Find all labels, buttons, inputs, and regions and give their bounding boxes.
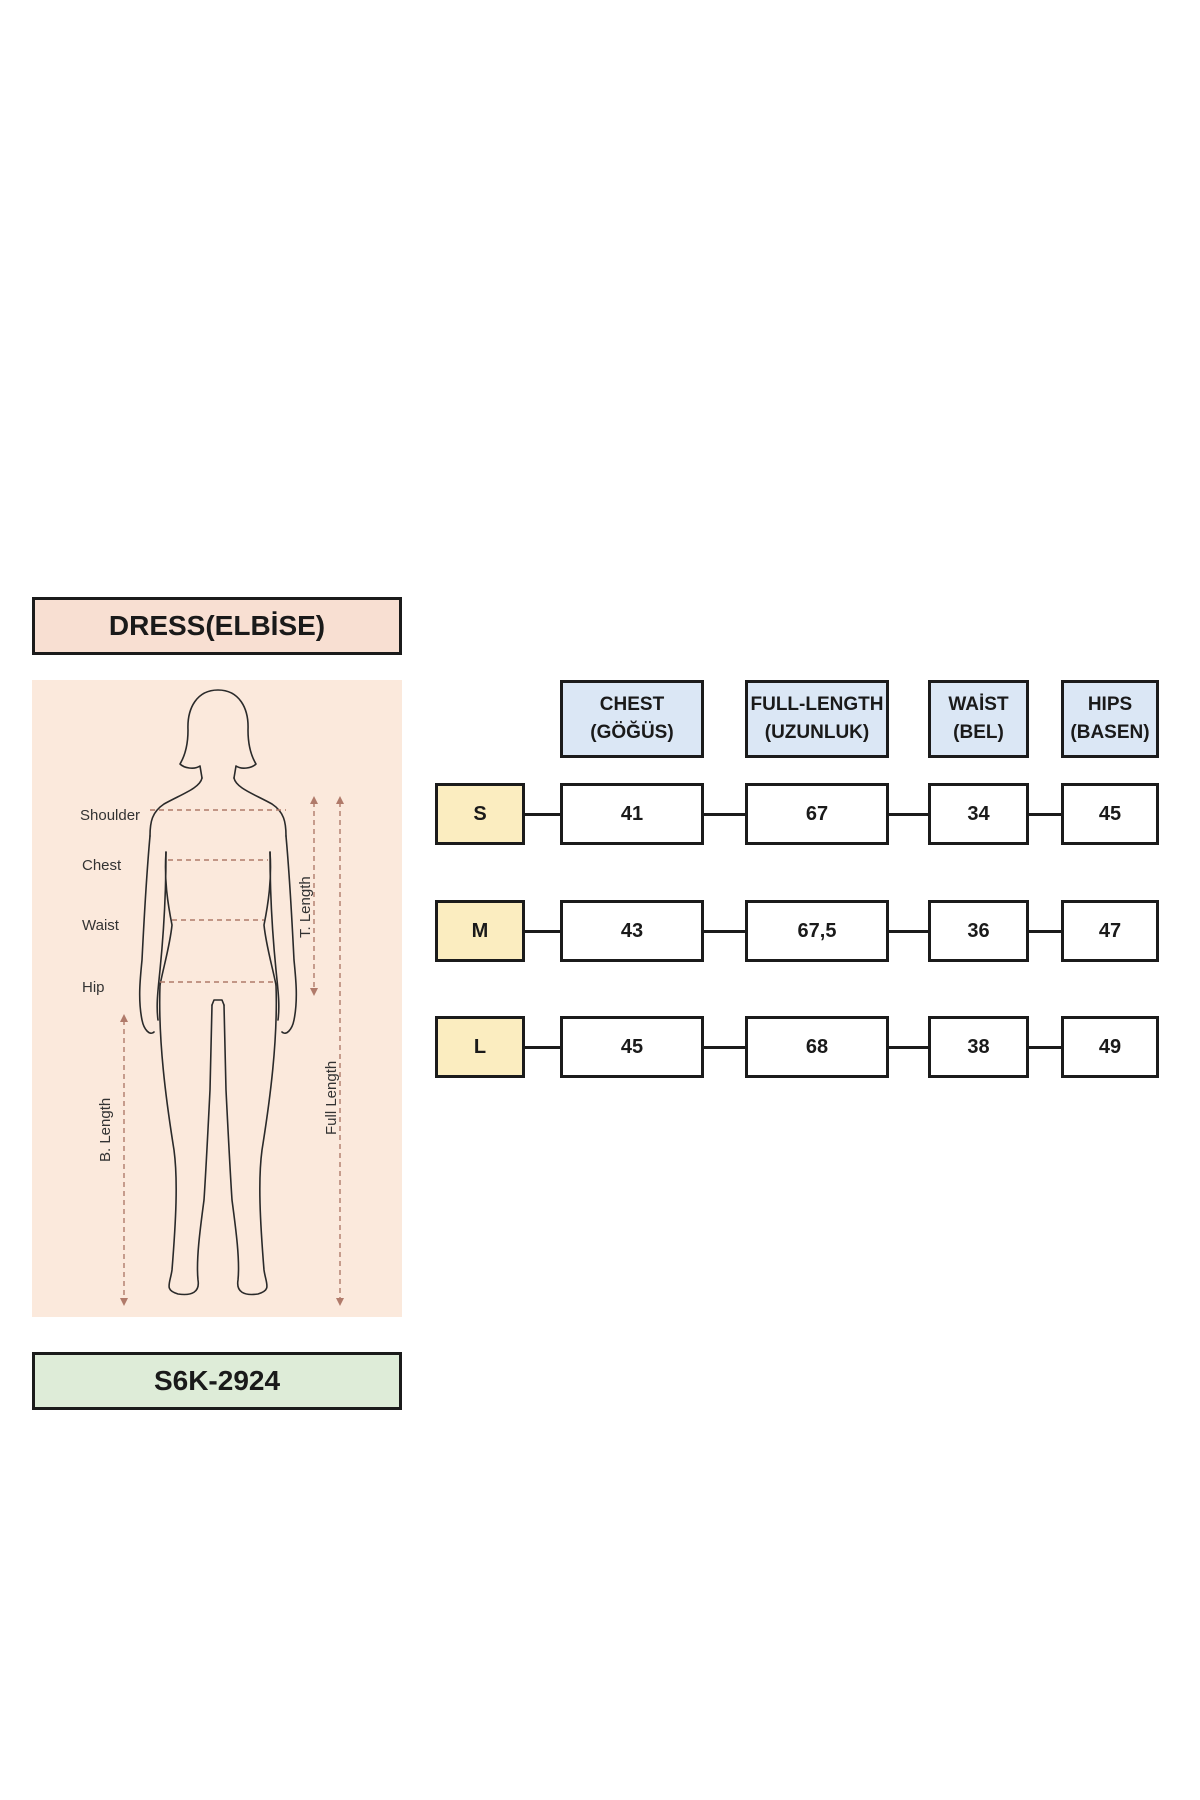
label-t-length: T. Length: [297, 876, 314, 938]
header-full-length-line1: FULL-LENGTH: [750, 694, 884, 715]
header-hips-line2: (BASEN): [1070, 722, 1150, 743]
header-waist: WAİST (BEL): [928, 680, 1029, 758]
cell-l-waist: 38: [928, 1016, 1029, 1078]
header-waist-line1: WAİST: [948, 694, 1009, 715]
cell-s-chest: 41: [560, 783, 704, 845]
header-chest-line2: (GÖĞÜS): [590, 722, 674, 743]
header-chest: CHEST (GÖĞÜS): [560, 680, 704, 758]
cell-l-hips: 49: [1061, 1016, 1159, 1078]
label-chest: Chest: [82, 857, 122, 874]
body-silhouette-icon: Shoulder Chest Waist Hip T. Length Full …: [80, 689, 344, 1306]
cell-s-hips: 45: [1061, 783, 1159, 845]
body-measurement-figure: Shoulder Chest Waist Hip T. Length Full …: [32, 680, 402, 1317]
size-s: S: [435, 783, 525, 845]
label-full-length: Full Length: [323, 1061, 340, 1135]
cell-m-waist: 36: [928, 900, 1029, 962]
header-full-length: FULL-LENGTH (UZUNLUK): [745, 680, 889, 758]
cell-l-full-length: 68: [745, 1016, 889, 1078]
label-b-length: B. Length: [97, 1098, 114, 1162]
size-m: M: [435, 900, 525, 962]
size-l: L: [435, 1016, 525, 1078]
cell-s-waist: 34: [928, 783, 1029, 845]
cell-m-hips: 47: [1061, 900, 1159, 962]
label-shoulder: Shoulder: [80, 807, 140, 824]
cell-l-chest: 45: [560, 1016, 704, 1078]
header-full-length-line2: (UZUNLUK): [764, 722, 870, 743]
header-waist-line2: (BEL): [953, 722, 1004, 743]
header-hips-line1: HIPS: [1087, 694, 1133, 715]
chart-title: DRESS(ELBİSE): [32, 597, 402, 655]
label-waist: Waist: [82, 917, 120, 934]
product-code: S6K-2924: [32, 1352, 402, 1410]
cell-m-full-length: 67,5: [745, 900, 889, 962]
header-chest-line1: CHEST: [599, 694, 665, 715]
label-hip: Hip: [82, 979, 105, 996]
cell-m-chest: 43: [560, 900, 704, 962]
header-hips: HIPS (BASEN): [1061, 680, 1159, 758]
cell-s-full-length: 67: [745, 783, 889, 845]
